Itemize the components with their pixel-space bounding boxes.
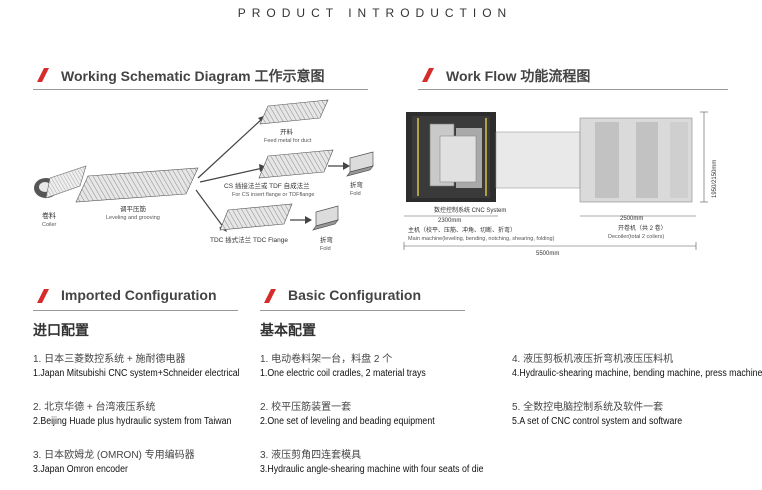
coil-label-en: Coiler (42, 222, 57, 228)
basic-item-3-en: 3.Hydraulic angle-shearing machine with … (260, 464, 484, 475)
decoiler-label-en: Decoiler(total 2 coilers) (608, 234, 664, 240)
feed-label-cn: 开料 (280, 127, 294, 136)
main-machine-label-en: Main machine(leveling, bending, notching… (408, 236, 555, 242)
basic-item-4-en: 4.Hydraulic-shearing machine, bending ma… (512, 368, 762, 379)
page-title: PRODUCT INTRODUCTION (237, 6, 513, 20)
imported-title: Imported Configuration (61, 287, 217, 303)
basic-item-2-en: 2.One set of leveling and beading equipm… (260, 416, 435, 427)
feed-label-en: Feed metal for duct (264, 138, 312, 144)
dim-2500: 2500mm (620, 216, 643, 222)
fold2-label-cn: 折弯 (320, 235, 334, 244)
level-label-cn: 调平压筋 (120, 204, 147, 213)
workflow-diagram: 1950/2150mm 数控控制系统 CNC System 2300mm 主机（… (403, 111, 718, 257)
cs-sheet (258, 149, 334, 179)
coil-label-cn: 卷料 (42, 211, 56, 220)
red-slash-icon (37, 289, 49, 303)
basic-item-4-cn: 4. 液压剪板机液压折弯机液压压料机 (512, 354, 674, 365)
branch-arrows (195, 117, 264, 229)
tdc-label: TDC 插式法兰 TDC Flange (210, 235, 288, 244)
basic-item-2-cn: 2. 校平压筋装置一套 (260, 402, 352, 413)
imported-item-2-en: 2.Beijing Huade plus hydraulic system fr… (33, 416, 232, 427)
basic-item-5-en: 5.A set of CNC control system and softwa… (512, 416, 683, 427)
fold1-label-cn: 折弯 (350, 180, 364, 189)
main-machine-label-cn: 主机（校平、压筋、冲角、切断、折弯） (408, 226, 516, 234)
imported-item-3-en: 3.Japan Omron encoder (33, 464, 128, 475)
cnc-label: 数控控制系统 CNC System (434, 206, 506, 214)
basic-heading: 基本配置 (260, 322, 316, 338)
feed-table (495, 131, 581, 189)
coil-icon (34, 165, 87, 199)
tdc-sheet (219, 203, 293, 231)
schematic-diagram: 卷料 Coiler 调平压筋 Leveling and grooving 开料 … (34, 99, 374, 252)
cs-label-en: For CS insert flange or TDFflange (232, 192, 314, 198)
imported-item-1-en: 1.Japan Mitsubishi CNC system+Schneider … (33, 368, 240, 379)
leveled-sheet (75, 167, 199, 203)
schematic-title: Working Schematic Diagram 工作示意图 (61, 68, 325, 84)
workflow-title: Work Flow 功能流程图 (446, 68, 591, 84)
fold-piece-1 (346, 151, 374, 177)
basic-item-1-cn: 1. 电动卷料架一台，料盘 2 个 (260, 354, 393, 365)
red-slash-icon (37, 68, 49, 82)
dim-2300: 2300mm (438, 218, 461, 224)
main-machine (406, 112, 496, 202)
dim-5500: 5500mm (536, 251, 559, 257)
level-label-en: Leveling and grooving (106, 215, 160, 221)
imported-item-2-cn: 2. 北京华德 + 台湾液压系统 (33, 402, 156, 413)
section-header-imported: Imported Configuration (33, 285, 238, 311)
fold-piece-2 (312, 205, 339, 231)
fold1-label-en: Fold (350, 191, 361, 197)
decoiler (579, 117, 693, 203)
section-header-basic: Basic Configuration (260, 285, 465, 311)
feed-sheet (259, 99, 329, 125)
imported-item-1-cn: 1. 日本三菱数控系统 + 施耐德电器 (33, 354, 186, 365)
basic-item-3-cn: 3. 液压剪角四连套模具 (260, 450, 362, 461)
basic-item-5-cn: 5. 全数控电脑控制系统及软件一套 (512, 402, 664, 413)
imported-item-3-cn: 3. 日本欧姆龙 (OMRON) 专用编码器 (33, 450, 195, 461)
section-header-workflow: Work Flow 功能流程图 (418, 64, 728, 90)
basic-item-1-en: 1.One electric coil cradles, 2 material … (260, 368, 426, 379)
red-slash-icon (422, 68, 434, 82)
section-header-schematic: Working Schematic Diagram 工作示意图 (33, 64, 368, 90)
decoiler-label-cn: 开卷机（共 2 卷） (618, 224, 667, 232)
fold2-label-en: Fold (320, 246, 331, 252)
basic-title: Basic Configuration (288, 287, 422, 303)
height-dimension: 1950/2150mm (712, 160, 718, 198)
imported-heading: 进口配置 (33, 322, 89, 338)
red-slash-icon (264, 289, 276, 303)
cs-label-cn: CS 插接法兰或 TDF 自成法兰 (224, 181, 310, 190)
